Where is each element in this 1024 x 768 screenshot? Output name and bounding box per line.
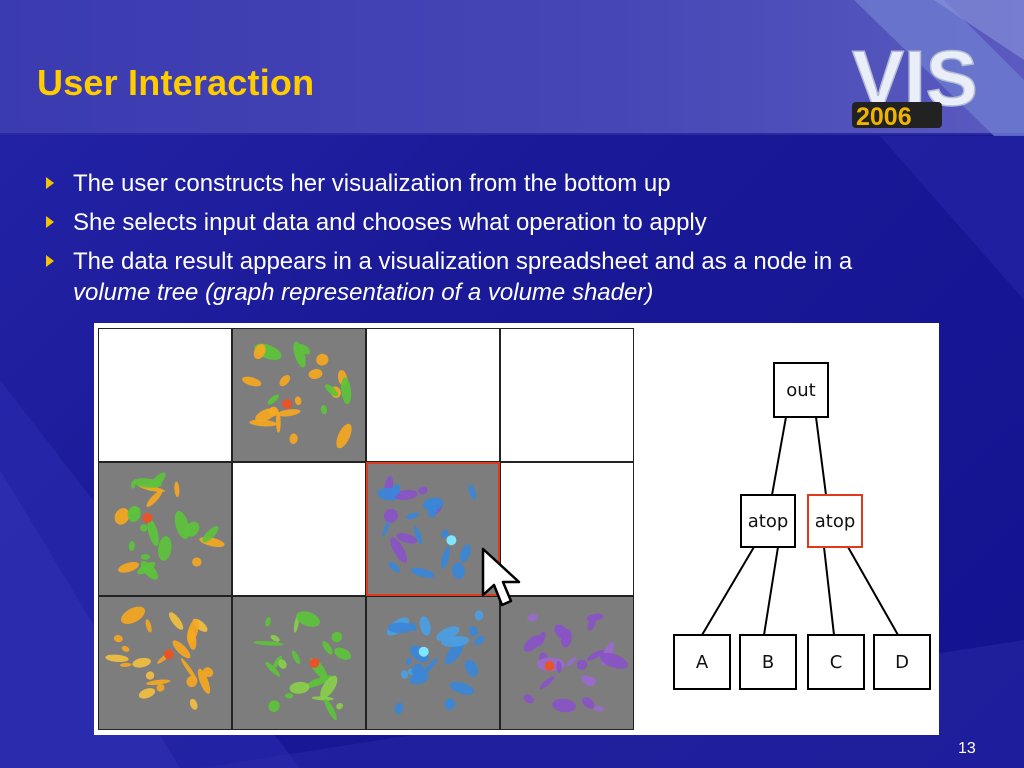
svg-text:atop: atop — [815, 511, 856, 532]
spreadsheet-cell-orange-volume[interactable] — [98, 596, 232, 730]
spreadsheet-cell-green-orange-volume[interactable] — [98, 462, 232, 596]
spreadsheet-cell-empty[interactable] — [500, 462, 634, 596]
tree-node-out[interactable]: out — [773, 362, 829, 418]
volume-rendering-icon — [105, 606, 214, 710]
volume-rendering-icon — [386, 610, 485, 715]
bullet-text: The data result appears in a visualizati… — [73, 248, 853, 275]
bullet-arrow-icon — [46, 255, 54, 267]
bullet-list: The user constructs her visualization fr… — [40, 168, 1010, 316]
mouse-cursor-icon — [481, 547, 521, 607]
spreadsheet-cell-blue-volume[interactable] — [366, 596, 500, 730]
svg-text:atop: atop — [748, 511, 789, 532]
spreadsheet-cell-empty[interactable] — [500, 328, 634, 462]
bullet-item: The data result appears in a visualizati… — [40, 246, 1010, 308]
tree-leaf-d[interactable]: D — [873, 634, 931, 690]
volume-rendering-icon — [242, 341, 352, 449]
bullet-item: She selects input data and chooses what … — [40, 207, 1010, 238]
volume-rendering-icon — [377, 476, 477, 580]
slide-title: User Interaction — [37, 62, 315, 103]
svg-text:A: A — [696, 652, 709, 673]
svg-text:B: B — [762, 652, 774, 673]
vis-2006-logo: VIS 2006 — [851, 0, 1024, 136]
bullet-text-italic: volume tree (graph representation of a v… — [73, 279, 654, 306]
tree-leaf-a[interactable]: A — [673, 634, 731, 690]
volume-tree: out atop atop A B C D — [673, 362, 931, 690]
bullet-arrow-icon — [46, 177, 54, 189]
bullet-text: The user constructs her visualization fr… — [73, 170, 671, 197]
bullet-text: She selects input data and chooses what … — [73, 209, 707, 236]
figure-panel: out atop atop A B C D — [94, 323, 939, 735]
spreadsheet-cell-orange-green-volume[interactable] — [232, 328, 366, 462]
spreadsheet-cell-empty[interactable] — [98, 328, 232, 462]
volume-rendering-icon — [253, 611, 352, 721]
svg-text:D: D — [895, 652, 909, 673]
svg-text:C: C — [830, 652, 843, 673]
header-rule — [0, 133, 1024, 135]
bullet-arrow-icon — [46, 216, 54, 228]
svg-text:2006: 2006 — [856, 103, 912, 131]
spreadsheet-cell-selected-blue-purple-volume[interactable] — [366, 462, 500, 596]
spreadsheet-cell-purple-volume[interactable] — [500, 596, 634, 730]
tree-node-atop-left[interactable]: atop — [740, 494, 796, 548]
volume-rendering-icon — [523, 613, 628, 713]
spreadsheet-cell-empty[interactable] — [366, 328, 500, 462]
spreadsheet-cell-empty[interactable] — [232, 462, 366, 596]
tree-node-atop-right-selected[interactable]: atop — [807, 494, 863, 548]
tree-leaf-c[interactable]: C — [807, 634, 865, 690]
bullet-item: The user constructs her visualization fr… — [40, 168, 1010, 199]
tree-leaf-b[interactable]: B — [739, 634, 797, 690]
volume-rendering-icon — [114, 472, 225, 580]
svg-text:out: out — [786, 380, 815, 401]
page-number: 13 — [958, 740, 976, 757]
spreadsheet-cell-green-volume[interactable] — [232, 596, 366, 730]
